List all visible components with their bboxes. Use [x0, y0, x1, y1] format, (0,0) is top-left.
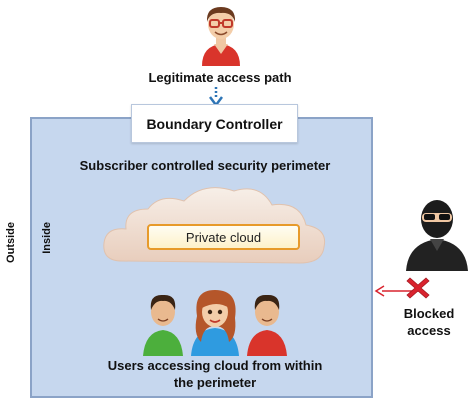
inside-label: Inside	[41, 222, 53, 254]
blocked-access-label: Blocked access	[396, 305, 462, 339]
users-caption-line2: the perimeter	[173, 375, 257, 390]
red-x-icon	[406, 277, 430, 299]
blocked-line2: access	[407, 323, 451, 338]
boundary-controller-box: Boundary Controller	[131, 104, 298, 143]
users-caption: Users accessing cloud from within the pe…	[80, 357, 350, 391]
person-with-glasses-icon	[202, 7, 240, 66]
perimeter-title: Subscriber controlled security perimeter	[79, 158, 331, 173]
legit-access-arrow	[209, 87, 223, 106]
legit-path-label: Legitimate access path	[148, 70, 292, 85]
outside-label: Outside	[5, 222, 17, 263]
users-caption-line1: Users accessing cloud from within	[107, 358, 323, 373]
masked-intruder-icon	[406, 200, 468, 271]
blocked-line1: Blocked	[403, 306, 455, 321]
private-cloud-box: Private cloud	[147, 224, 300, 250]
group-of-users-icon	[143, 290, 287, 356]
